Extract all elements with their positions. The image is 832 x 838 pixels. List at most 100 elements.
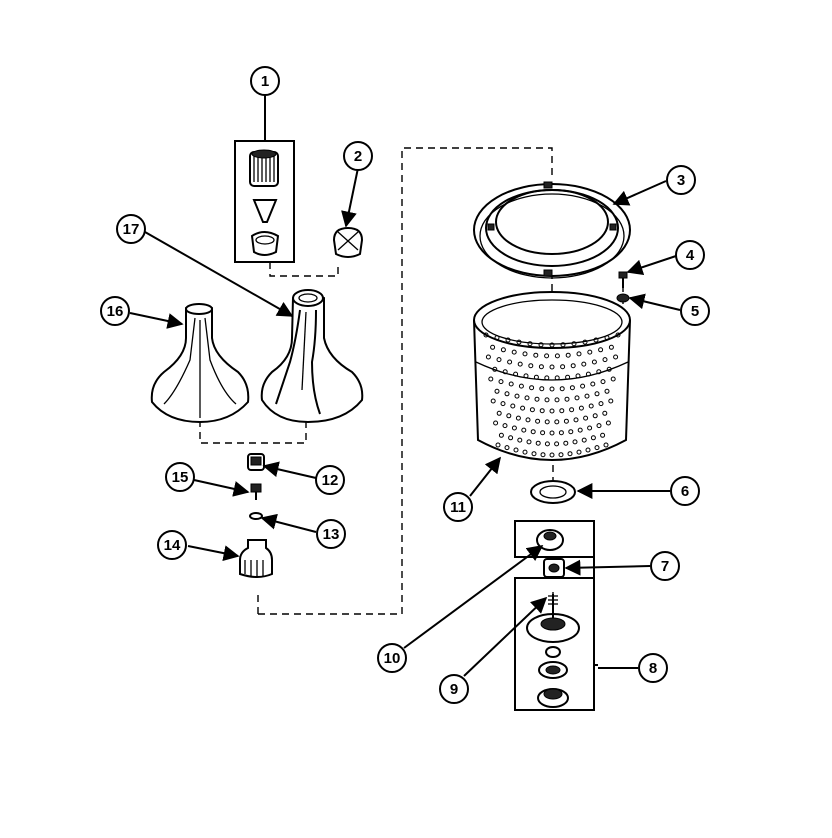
basket-perforation [549,386,555,392]
basket-perforation [493,420,499,426]
basket-perforation [513,447,519,453]
callout-2-label: 2 [354,148,362,165]
basket-perforation [602,410,608,416]
basket-perforation [544,441,550,447]
basket-perforation [578,405,584,411]
callout-8: 8 [638,653,668,683]
basket-perforation [569,407,575,413]
basket-perforation [569,385,575,391]
basket-perforation [520,405,526,411]
basket-perforation [564,396,570,402]
basket-perforation [508,435,514,441]
callout-6-label: 6 [681,483,689,500]
part-14-drive-block [239,539,273,578]
basket-perforation [613,354,619,360]
part-5-nut [616,293,630,303]
part-15-bolt [250,483,262,500]
basket-perforation [587,425,593,431]
callout-16-label: 16 [107,303,124,320]
basket-perforation [572,439,578,445]
basket-perforation [539,408,545,414]
basket-perforation [554,397,560,403]
basket-perforation [554,419,560,425]
basket-perforation [544,419,550,425]
callout-8-label: 8 [649,660,657,677]
leader-lines [129,95,681,677]
callouts: 1 2 3 4 5 6 7 8 9 10 11 12 13 14 15 16 1… [100,66,710,704]
callout-11-label: 11 [450,499,466,516]
basket-perforation [604,388,610,394]
basket-perforation [576,351,582,357]
basket-perforation [608,344,614,350]
basket-perforation [560,342,566,348]
basket-perforation [590,381,596,387]
basket-perforation [498,432,504,438]
basket-perforation [502,423,508,429]
callout-1: 1 [250,66,280,96]
callout-12-label: 12 [322,472,339,489]
part-7-nut [543,558,565,578]
callout-4-label: 4 [686,247,695,264]
callout-7-label: 7 [661,558,669,575]
basket-perforation [526,439,532,445]
basket-perforation [567,451,573,457]
basket-perforation [490,398,496,404]
basket-perforation [518,383,524,389]
basket-perforation [495,442,501,448]
basket-perforation [517,437,523,443]
basket-perforation [606,366,612,372]
callout-17-label: 17 [123,221,140,238]
basket-perforation [504,391,510,397]
basket-perforation [585,371,591,377]
basket-perforation [514,393,520,399]
basket-perforation [596,423,602,429]
basket-perforation [568,429,574,435]
callout-12: 12 [315,465,345,495]
basket-perforation [554,353,560,359]
basket-perforation [508,381,514,387]
callout-9-label: 9 [450,681,458,698]
callout-10-label: 10 [384,650,401,667]
basket-perforation [530,429,536,435]
basket-perforation [603,442,609,448]
basket-perforation [524,395,530,401]
callout-6: 6 [670,476,700,506]
basket-perforation [570,363,576,369]
basket-perforation [544,375,550,381]
basket-perforation [517,361,523,367]
basket-perforation [549,408,555,414]
basket-perforation [522,351,528,357]
basket-perforation [494,335,500,341]
basket-perforation [554,375,560,381]
basket-perforation [488,376,494,382]
part-17-agitator [260,289,364,424]
basket-perforation [590,435,596,441]
basket-perforation [538,342,544,348]
basket-perforation [500,401,506,407]
basket-perforation [580,383,586,389]
basket-perforation [600,432,606,438]
basket-perforation [521,427,527,433]
basket-perforation [527,341,533,347]
callout-7: 7 [650,551,680,581]
callout-14: 14 [157,530,187,560]
part-10-hub [514,520,595,558]
callout-13: 13 [316,519,346,549]
part-16-agitator [150,303,250,424]
basket-perforation [558,452,564,458]
basket-perforation [600,379,606,385]
basket-perforation [523,373,529,379]
basket-perforation [585,447,591,453]
basket-perforation [591,359,597,365]
basket-perforation [565,374,571,380]
basket-perforation [577,427,583,433]
callout-14-label: 14 [164,537,181,554]
basket-perforation [535,418,541,424]
callout-15-label: 15 [172,469,189,486]
basket-perforation [544,397,550,403]
part-4-screw [618,271,628,288]
basket-perforation [587,349,593,355]
basket-perforation [513,371,519,377]
